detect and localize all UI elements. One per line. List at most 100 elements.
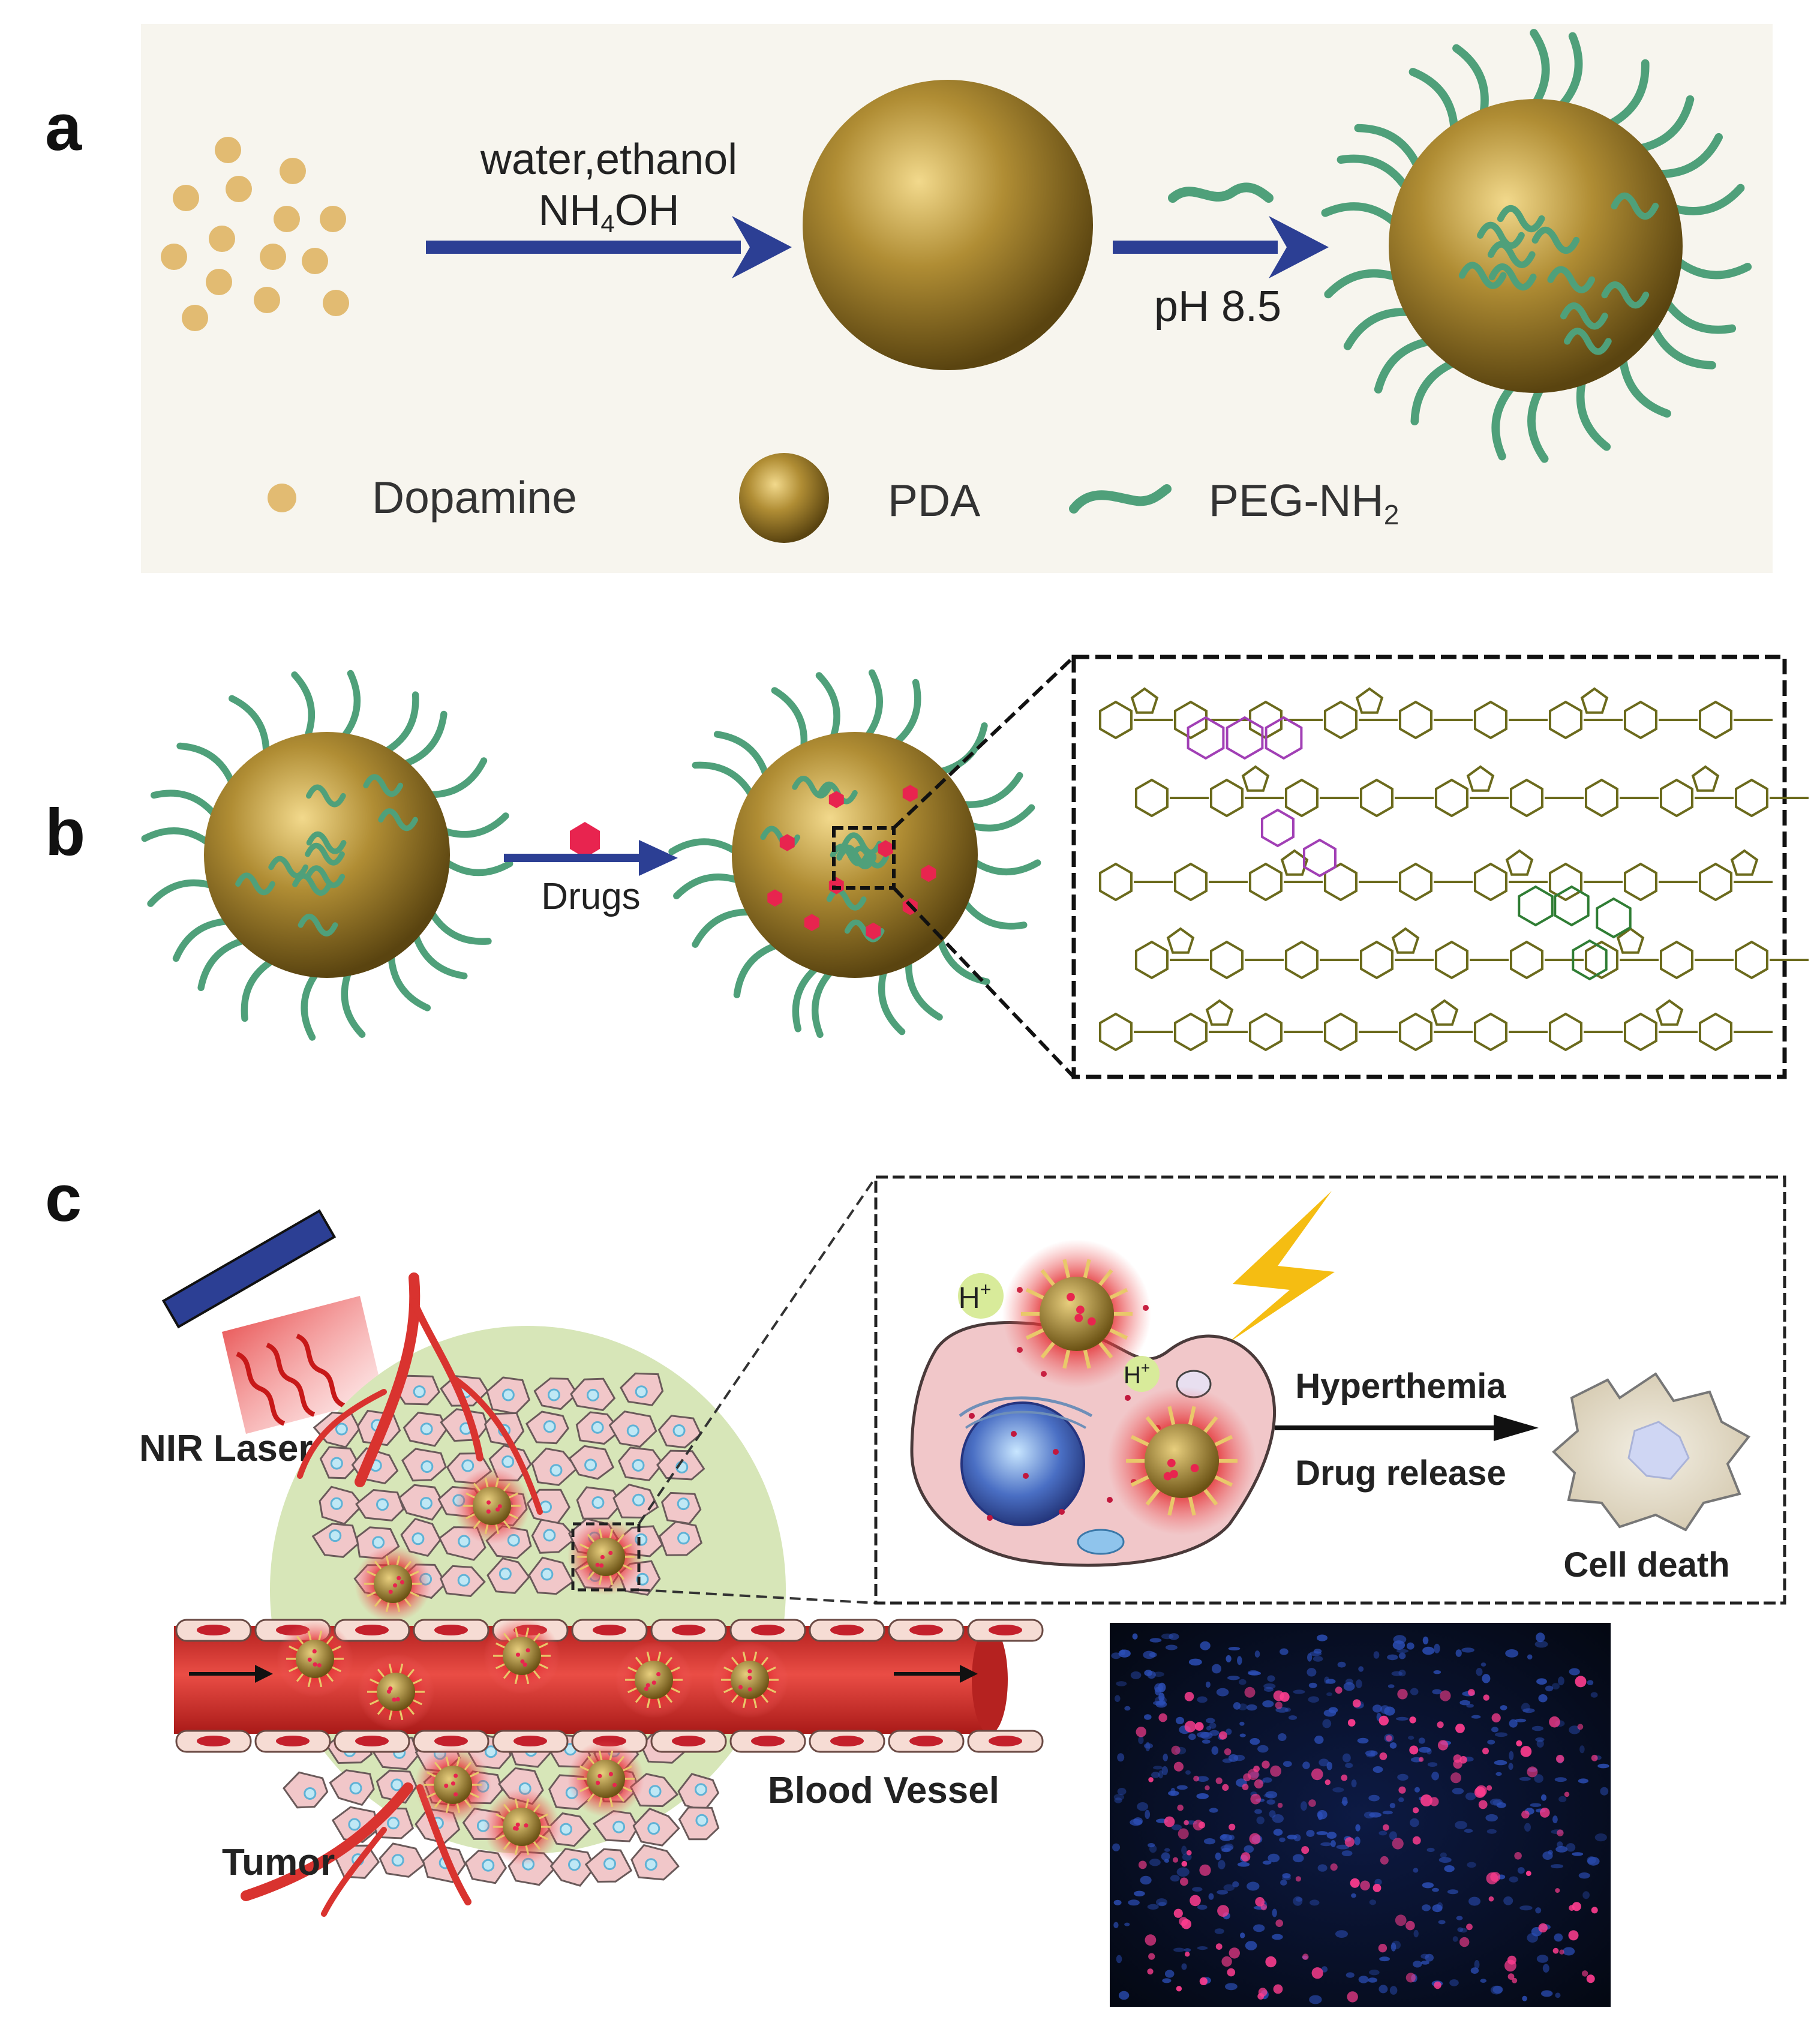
peg-chain bbox=[363, 774, 404, 797]
peg-chain bbox=[959, 896, 1028, 930]
dopamine-dot bbox=[274, 206, 300, 232]
peg-chain bbox=[964, 804, 1035, 832]
laser-beam bbox=[222, 1296, 384, 1434]
pyrrole-ring bbox=[1580, 687, 1609, 714]
zoom-line-bottom bbox=[892, 886, 1076, 1079]
legend-pda-label: PDA bbox=[888, 475, 980, 526]
fluorescent-spot bbox=[1478, 1800, 1488, 1809]
nanoparticle bbox=[296, 1640, 334, 1678]
fluorescent-spot bbox=[1572, 1902, 1581, 1911]
peg-chain bbox=[306, 784, 346, 808]
peg-chain bbox=[380, 691, 419, 757]
benzene-ring bbox=[1554, 885, 1590, 927]
fluorescent-spot bbox=[1176, 1986, 1182, 1992]
nanoparticle bbox=[587, 1760, 625, 1798]
fluorescent-spot bbox=[1568, 1930, 1579, 1941]
benzene-ring bbox=[1474, 862, 1507, 902]
fluorescent-spot bbox=[1254, 1779, 1263, 1789]
fluorescent-spot bbox=[1586, 1974, 1595, 1983]
benzene-ring bbox=[1210, 940, 1244, 980]
fluorescent-spot bbox=[1198, 1821, 1206, 1829]
peg-chain bbox=[241, 956, 278, 1022]
peg-chain bbox=[713, 731, 770, 782]
fluorescent-spot bbox=[1437, 1740, 1449, 1751]
dopamine-dot bbox=[320, 206, 346, 232]
benzene-ring bbox=[1135, 940, 1169, 980]
zoom-line-top bbox=[892, 655, 1076, 830]
benzene-ring bbox=[1510, 778, 1543, 818]
nanoparticle bbox=[1145, 1424, 1219, 1498]
fluorescent-spot bbox=[1525, 1871, 1531, 1877]
fluorescent-spot bbox=[1173, 1908, 1183, 1918]
peg-chain bbox=[378, 808, 418, 832]
legend-dopamine-swatch bbox=[268, 484, 296, 512]
fluorescent-spot bbox=[1179, 1917, 1188, 1926]
drug-molecule bbox=[902, 785, 918, 802]
fluorescent-spot bbox=[1540, 1808, 1550, 1818]
benzene-ring bbox=[1285, 940, 1319, 980]
benzene-ring bbox=[1174, 1012, 1208, 1052]
peg-chain bbox=[1653, 133, 1723, 178]
benzene-ring bbox=[1135, 778, 1169, 818]
fluorescent-spot bbox=[1173, 1761, 1184, 1772]
benzene-ring bbox=[1474, 700, 1507, 740]
dopamine-cluster bbox=[161, 137, 349, 331]
peg-chain bbox=[830, 844, 870, 867]
fluorescent-spot bbox=[1409, 1716, 1416, 1724]
peg-chain bbox=[298, 914, 338, 937]
peg-chain bbox=[1667, 184, 1745, 215]
fluorescent-spot bbox=[1273, 1984, 1283, 1994]
peg-chain bbox=[957, 772, 1023, 808]
inset-nanoparticles bbox=[1002, 1239, 1256, 1535]
fluorescent-spot bbox=[1138, 1860, 1147, 1869]
fluorescent-spot bbox=[1507, 1973, 1515, 1980]
pyrrole-ring bbox=[1691, 765, 1720, 792]
panel-a-label: a bbox=[45, 91, 82, 164]
peg-chain bbox=[1611, 192, 1659, 220]
peg-chain bbox=[1452, 44, 1489, 119]
benzene-ring bbox=[1285, 778, 1319, 818]
fluorescent-spot bbox=[1347, 1991, 1358, 2003]
pyrrole-ring bbox=[1391, 927, 1420, 954]
fluorescent-spot bbox=[1475, 1785, 1487, 1797]
proton-badge-1 bbox=[958, 1273, 1004, 1319]
peg-chain bbox=[1601, 281, 1650, 309]
nanoparticle bbox=[635, 1661, 673, 1699]
benzene-ring bbox=[1324, 700, 1358, 740]
fluorescent-spot bbox=[1311, 1967, 1323, 1979]
benzene-ring bbox=[1399, 1012, 1432, 1052]
fluorescent-spot bbox=[1249, 1833, 1261, 1845]
benzene-ring bbox=[1660, 940, 1693, 980]
fluorescent-spot bbox=[1577, 1724, 1584, 1730]
fluorescent-spot bbox=[1405, 1920, 1415, 1931]
peg-chain bbox=[1648, 320, 1716, 370]
drug-molecule bbox=[828, 791, 844, 809]
fluorescent-spot bbox=[1555, 1888, 1560, 1893]
fluorescent-spot bbox=[1325, 1779, 1331, 1785]
peg-chain bbox=[306, 831, 347, 854]
fluorescent-spot bbox=[1341, 1774, 1348, 1781]
laser-device-icon bbox=[161, 1209, 337, 1329]
fluorescent-spot bbox=[1215, 1943, 1223, 1950]
legend-peg-swatch bbox=[1069, 484, 1172, 514]
peg-chain bbox=[338, 670, 361, 743]
panel-b: b Drugs bbox=[45, 655, 1809, 1079]
fluorescent-spot bbox=[1186, 1850, 1192, 1856]
peg-chain bbox=[792, 962, 822, 1032]
pda-chemical-structure bbox=[1099, 687, 1809, 1052]
peg-chain bbox=[692, 908, 756, 948]
fluorescent-spot bbox=[1575, 1676, 1587, 1688]
fluorescent-spot bbox=[1395, 1914, 1407, 1926]
peg-chain bbox=[305, 865, 346, 889]
fluorescent-spot bbox=[1275, 1701, 1283, 1709]
fluorescent-spot bbox=[1308, 1799, 1316, 1807]
fluorescent-spot bbox=[1180, 1877, 1188, 1886]
nanoparticle bbox=[377, 1673, 415, 1711]
fluorescent-spot bbox=[1148, 1777, 1154, 1782]
fluorescent-spot bbox=[1164, 1816, 1175, 1827]
dopamine-dot bbox=[260, 244, 286, 270]
benzene-ring bbox=[1249, 1012, 1283, 1052]
proton-badge-2 bbox=[1124, 1356, 1160, 1392]
peg-chain-icon bbox=[1168, 182, 1274, 203]
fluorescent-spot bbox=[1352, 1699, 1361, 1708]
